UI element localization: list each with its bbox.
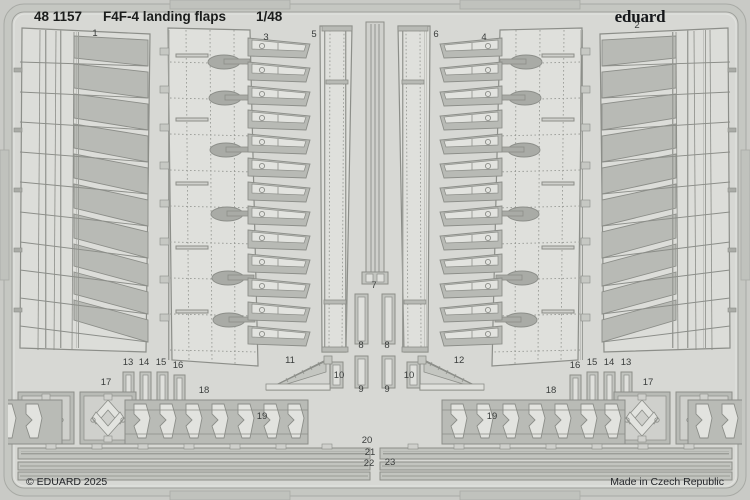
header-texts: 48 1157 F4F-4 landing flaps 1/48 eduard — [34, 7, 666, 26]
origin-label: Made in Czech Republic — [610, 476, 724, 488]
part-5-long-spar-left — [319, 25, 353, 353]
part-10-small-tabs — [329, 361, 421, 389]
part-18-actuator-row-left — [124, 399, 309, 445]
copyright-label: © EDUARD 2025 — [26, 476, 107, 488]
part-number-4: 4 — [481, 32, 486, 43]
part-number-9: 9 — [384, 384, 389, 395]
part-number-10: 10 — [404, 370, 415, 381]
part-number-17: 17 — [101, 377, 112, 388]
part-number-21: 21 — [365, 447, 376, 458]
part-number-18: 18 — [199, 385, 210, 396]
part-number-18: 18 — [546, 385, 557, 396]
part-number-10: 10 — [334, 370, 345, 381]
part-number-13: 13 — [123, 357, 134, 368]
part-4-flap-rib-set-right — [439, 27, 591, 367]
part-number-16: 16 — [570, 360, 581, 371]
part-number-19: 19 — [257, 411, 268, 422]
part-number-7: 7 — [371, 280, 376, 291]
product-name: F4F-4 landing flaps — [103, 9, 226, 24]
part-number-19: 19 — [487, 411, 498, 422]
part-number-22: 22 — [364, 458, 375, 469]
flap-rib-tongues-right — [439, 37, 503, 347]
part-number-20: 20 — [362, 435, 373, 446]
part-number-11: 11 — [285, 355, 295, 366]
part-number-5: 5 — [311, 29, 316, 40]
part-number-14: 14 — [139, 357, 150, 368]
eduard-logo: eduard — [615, 7, 667, 26]
part-number-17: 17 — [643, 377, 654, 388]
part-number-6: 6 — [433, 29, 438, 40]
part-3-flap-rib-set-left — [159, 27, 311, 367]
part-18-actuator-row-right — [441, 399, 626, 445]
part-7-centre-bracket — [361, 271, 389, 285]
part-number-9: 9 — [358, 384, 363, 395]
part-number-15: 15 — [156, 357, 167, 368]
part-number-3: 3 — [263, 32, 268, 43]
scale-label: 1/48 — [256, 9, 283, 24]
part-12-triangular-wedge-right — [417, 355, 485, 391]
part-1-flap-skin-left — [13, 27, 151, 353]
flap-rib-tongues-left — [247, 37, 311, 347]
part-number-16: 16 — [173, 360, 184, 371]
catalog-number: 48 1157 — [34, 9, 82, 24]
part-number-1: 1 — [92, 28, 97, 39]
centre-spine-strips — [365, 21, 385, 281]
part-8-centre-strips — [354, 293, 396, 345]
part-11-triangular-wedge-left — [265, 355, 333, 391]
part-number-13: 13 — [621, 357, 632, 368]
part-number-12: 12 — [454, 355, 465, 366]
part-number-8: 8 — [384, 340, 389, 351]
part-2-flap-skin-right — [599, 27, 737, 353]
part-6-long-spar-right — [397, 25, 431, 353]
part-number-15: 15 — [587, 357, 598, 368]
part-number-8: 8 — [358, 340, 363, 351]
part-number-2: 2 — [634, 20, 639, 31]
part-20-21-serrated-strips — [17, 443, 733, 460]
part-number-23: 23 — [385, 457, 396, 468]
part-9-short-centre-strips — [354, 355, 396, 389]
footer-texts: © EDUARD 2025 Made in Czech Republic — [26, 476, 724, 488]
part-19-actuators-right — [687, 399, 742, 445]
part-22-23-plain-strips — [17, 461, 733, 481]
part-19-actuators-left — [8, 399, 63, 445]
part-number-14: 14 — [604, 357, 615, 368]
